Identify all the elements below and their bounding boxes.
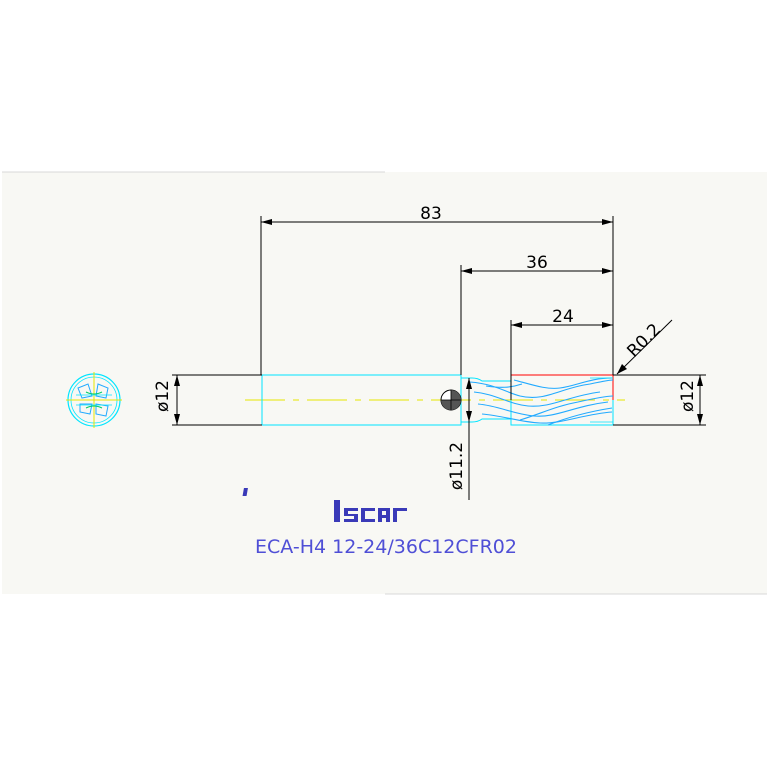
dim-flute-length: 36 <box>526 253 548 273</box>
neck-section-marker <box>440 389 462 411</box>
dim-neck-diameter: ø11.2 <box>447 442 467 490</box>
dim-cutting-diameter: ø12 <box>678 380 698 412</box>
dimension-arrows <box>174 219 703 425</box>
tool-end-view <box>66 372 122 428</box>
iscar-logo <box>242 488 407 522</box>
dim-cutting-length: 24 <box>552 307 574 327</box>
tool-flute-helix <box>469 377 614 426</box>
dim-overall-length: 83 <box>420 204 442 224</box>
tool-designation: ECA-H4 12-24/36C12CFR02 <box>255 536 517 558</box>
sheet-area <box>2 172 767 594</box>
tool-side-view <box>245 374 625 426</box>
dimension-lines <box>172 216 706 500</box>
dim-shank-diameter: ø12 <box>153 380 173 412</box>
